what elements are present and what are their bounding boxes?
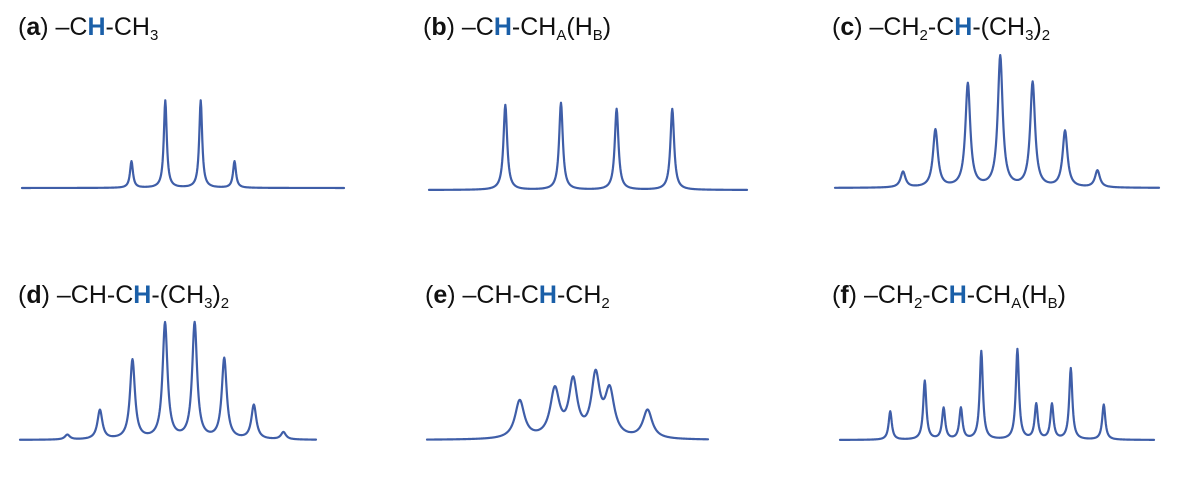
formula-text: -(CH — [972, 13, 1026, 41]
spectrum-trace-b — [427, 101, 749, 191]
panel-e-label: (e) –CH-CH-CH2 — [425, 281, 610, 312]
formula-text: -CH — [966, 281, 1012, 309]
panel-letter: f — [840, 281, 849, 309]
subscript: B — [592, 27, 603, 44]
highlighted-proton: H — [538, 281, 557, 309]
formula-text: -C — [922, 281, 949, 309]
highlighted-proton: H — [954, 13, 973, 41]
formula-text: –CH — [869, 13, 920, 41]
subscript: 2 — [1041, 27, 1051, 44]
formula-text: -CH — [105, 13, 150, 41]
formula-text: -C — [927, 13, 955, 41]
subscript: 3 — [149, 27, 159, 44]
panel-letter: d — [26, 281, 42, 309]
highlighted-proton: H — [87, 13, 106, 41]
panel-b-label: (b) –CH-CHA(HB) — [423, 13, 612, 44]
panel-e-spectrum — [425, 368, 710, 441]
subscript: A — [556, 27, 567, 44]
formula-text: –C — [55, 13, 88, 41]
spectrum-trace-f — [838, 347, 1156, 441]
subscript: 3 — [1025, 27, 1034, 44]
subscript: B — [1047, 295, 1058, 312]
subscript: 2 — [919, 27, 928, 44]
panel-b: (b) –CH-CHA(HB) — [423, 12, 783, 232]
panel-letter: c — [840, 13, 855, 41]
formula-text: –CH — [863, 281, 914, 309]
spectrum-trace-a — [20, 99, 346, 190]
panel-a-label: (a) –CH-CH3 — [18, 13, 159, 44]
panel-b-spectrum — [427, 101, 749, 191]
panel-letter: e — [433, 281, 448, 309]
highlighted-proton: H — [948, 281, 967, 309]
panel-a: (a) –CH-CH3 — [18, 12, 378, 232]
formula-text: ) — [212, 281, 221, 309]
subscript: 2 — [913, 295, 923, 312]
formula-text: ) — [1033, 13, 1042, 41]
subscript: 2 — [601, 295, 610, 312]
panel-c-label: (c) –CH2-CH-(CH3)2 — [832, 13, 1051, 44]
nmr-splitting-figure: (a) –CH-CH3 (b) –CH-CHA(HB) (c) –CH2-CH-… — [18, 12, 1181, 441]
highlighted-proton: H — [493, 13, 512, 41]
panel-d-spectrum — [18, 320, 318, 441]
panel-c: (c) –CH2-CH-(CH3)2 — [832, 12, 1181, 232]
highlighted-proton: H — [133, 281, 152, 309]
panel-letter: b — [431, 13, 447, 41]
panel-letter: a — [26, 13, 41, 41]
subscript: A — [1011, 295, 1022, 312]
panel-f-label: (f) –CH2-CH-CHA(HB) — [832, 281, 1066, 312]
formula-text: (H — [566, 13, 593, 41]
panel-f-spectrum — [838, 347, 1156, 441]
formula-text: –CH-C — [462, 281, 539, 309]
panel-c-spectrum — [833, 53, 1161, 189]
subscript: 2 — [220, 295, 230, 312]
panel-d: (d) –CH-CH-(CH3)2 — [18, 280, 378, 500]
formula-text: ) — [602, 13, 612, 41]
formula-text: –CH-C — [56, 281, 134, 309]
panel-f: (f) –CH2-CH-CHA(HB) — [832, 280, 1181, 500]
formula-text: -CH — [556, 281, 602, 309]
spectrum-trace-c — [833, 53, 1161, 189]
formula-text: -CH — [511, 13, 557, 41]
formula-text: ) — [1057, 281, 1066, 309]
formula-text: –C — [461, 13, 494, 41]
spectrum-trace-d — [18, 320, 318, 441]
spectrum-trace-e — [425, 368, 710, 441]
formula-text: -(CH — [151, 281, 205, 309]
panel-a-spectrum — [20, 99, 346, 190]
formula-text: (H — [1021, 281, 1048, 309]
panel-d-label: (d) –CH-CH-(CH3)2 — [18, 281, 230, 312]
panel-e: (e) –CH-CH-CH2 — [425, 280, 785, 500]
subscript: 3 — [204, 295, 213, 312]
